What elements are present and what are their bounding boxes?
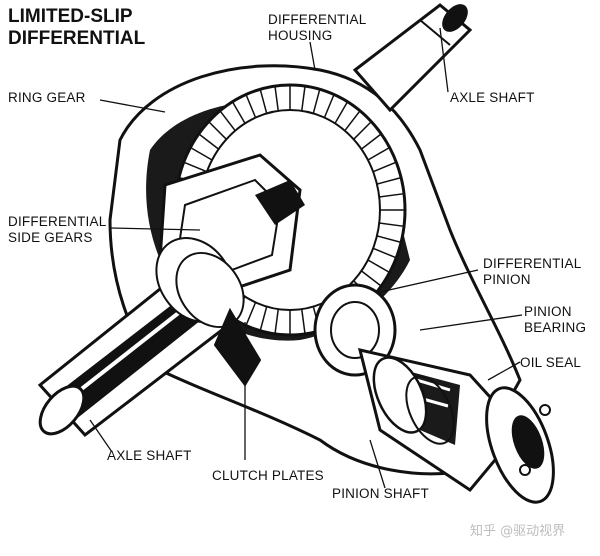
title-line-2: DIFFERENTIAL bbox=[8, 28, 146, 49]
ring-gear-tooth bbox=[245, 94, 257, 118]
label-differential-housing-line-2: HOUSING bbox=[268, 28, 333, 43]
label-pinion-bearing-line-2: BEARING bbox=[524, 320, 587, 335]
ring-gear-tooth bbox=[334, 101, 349, 124]
diagram-title: LIMITED-SLIP DIFFERENTIAL bbox=[8, 6, 145, 50]
ring-gear-tooth bbox=[360, 270, 382, 287]
pinion-bearing-shape bbox=[372, 356, 455, 445]
label-side-gears-line-2: SIDE GEARS bbox=[8, 230, 93, 245]
label-differential-pinion: DIFFERENTIAL PINION bbox=[483, 256, 581, 288]
label-differential-housing: DIFFERENTIAL HOUSING bbox=[268, 12, 366, 44]
label-differential-side-gears: DIFFERENTIAL SIDE GEARS bbox=[8, 214, 106, 246]
title-line-1: LIMITED-SLIP bbox=[8, 6, 133, 27]
ring-gear-tooth bbox=[301, 85, 306, 111]
ring-gear-tooth bbox=[274, 309, 279, 335]
label-ring-gear: RING GEAR bbox=[8, 90, 86, 105]
label-pinion-line-1: DIFFERENTIAL bbox=[483, 256, 582, 271]
clutch-plates-shape bbox=[155, 237, 262, 387]
ring-gear-tooth bbox=[208, 121, 227, 140]
ring-gear-tooth bbox=[376, 235, 402, 244]
leader-lines bbox=[89, 27, 523, 489]
label-pinion-bearing-line-1: PINION bbox=[524, 304, 572, 319]
ring-gear-tooth bbox=[274, 85, 279, 111]
ring-gear-tooth bbox=[312, 89, 321, 114]
label-clutch-plates: CLUTCH PLATES bbox=[212, 468, 324, 483]
label-oil-seal: OIL SEAL bbox=[520, 355, 582, 370]
ring-gear-teeth bbox=[175, 85, 405, 335]
ring-gear-tooth bbox=[372, 161, 397, 173]
ring-gear-tooth bbox=[344, 110, 361, 132]
ring-gear-tooth bbox=[190, 146, 213, 161]
label-pinion-bearing: PINION BEARING bbox=[524, 304, 586, 336]
ring-gear-tooth bbox=[183, 161, 208, 173]
oil-seal-flange-shape bbox=[485, 386, 555, 504]
ring-gear-tooth bbox=[367, 259, 390, 274]
ring-gear-tooth bbox=[198, 133, 220, 150]
ring-gear-tooth bbox=[259, 89, 268, 114]
label-axle-shaft-bottom: AXLE SHAFT bbox=[107, 448, 192, 463]
ring-gear-tooth bbox=[372, 247, 397, 259]
ring-gear-tooth bbox=[259, 306, 268, 331]
ring-gear-tooth bbox=[301, 309, 306, 335]
label-pinion-shaft: PINION SHAFT bbox=[332, 486, 429, 501]
ring-gear-tooth bbox=[360, 133, 382, 150]
ring-gear-tooth bbox=[353, 121, 372, 140]
ring-gear-tooth bbox=[367, 146, 390, 161]
ring-gear-tooth bbox=[379, 192, 405, 198]
label-pinion-line-2: PINION bbox=[483, 272, 531, 287]
label-side-gears-line-1: DIFFERENTIAL bbox=[8, 214, 107, 229]
ring-gear-tooth bbox=[323, 94, 335, 118]
ring-gear-tooth bbox=[245, 302, 257, 326]
axle-shaft-top-shape bbox=[352, 3, 473, 113]
ring-gear-tooth bbox=[231, 101, 246, 124]
label-axle-shaft-top: AXLE SHAFT bbox=[450, 90, 535, 105]
watermark-text: 知乎 @驱动视界 bbox=[470, 524, 566, 539]
ring-gear-tooth bbox=[376, 176, 402, 185]
label-differential-housing-line-1: DIFFERENTIAL bbox=[268, 12, 367, 27]
ring-gear-tooth bbox=[379, 222, 405, 228]
ring-gear-tooth bbox=[219, 110, 236, 132]
